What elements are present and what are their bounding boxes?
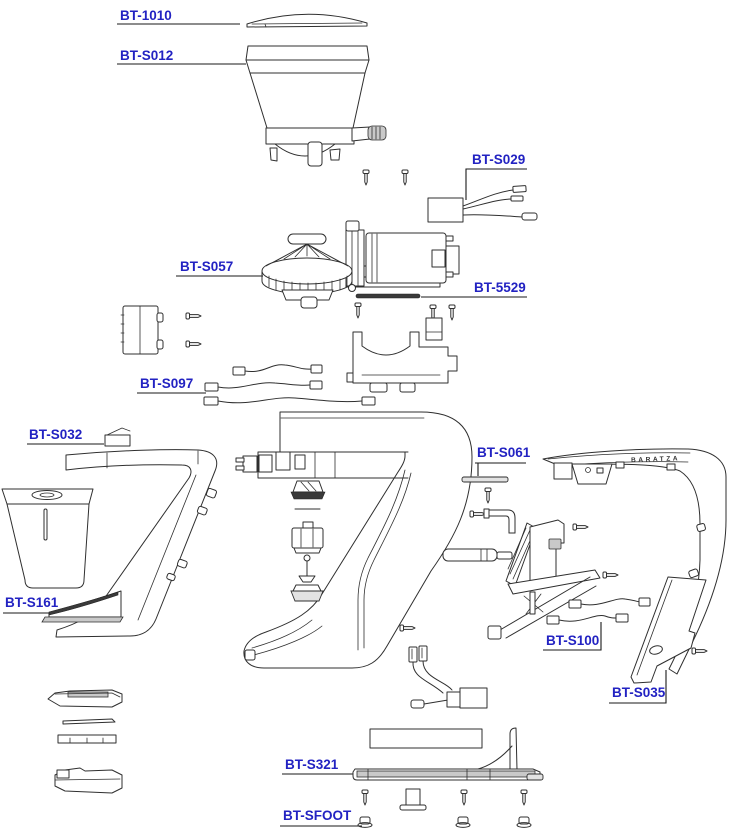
front-latch-ledge-part (235, 451, 409, 479)
part-link-bt-s057[interactable]: BT-S057 (180, 259, 234, 274)
part-link-bt-1010[interactable]: BT-1010 (120, 8, 172, 23)
screw (469, 510, 486, 518)
leader-lines (3, 23, 667, 827)
foot-cap-part (290, 584, 324, 602)
part-link-bt-s321[interactable]: BT-S321 (285, 757, 339, 772)
bean-hopper-part (245, 45, 387, 167)
part-link-bt-s097[interactable]: BT-S097 (140, 376, 194, 391)
rubber-foot-part (516, 816, 532, 828)
tray-stack-parts (47, 689, 123, 794)
circuit-box-part (120, 305, 164, 355)
shim-strip-part (461, 476, 509, 483)
chute-bracket-part (346, 317, 458, 393)
brand-text: BARATZA (631, 455, 680, 464)
part-link-bt-s035[interactable]: BT-S035 (612, 685, 666, 700)
part-link-bt-s032[interactable]: BT-S032 (29, 427, 83, 442)
spacer-post-part (399, 788, 427, 811)
screw (401, 169, 409, 186)
screw (362, 169, 370, 186)
adjustment-knob-part (291, 521, 324, 554)
l-tube-part (483, 508, 516, 534)
part-link-bt-s012[interactable]: BT-S012 (120, 48, 174, 63)
catch-tray-part (41, 590, 124, 623)
drive-shaft-part (442, 548, 513, 562)
screw (520, 789, 528, 806)
screw (399, 624, 416, 632)
switch-part (427, 185, 538, 223)
screw (484, 487, 492, 504)
grounds-bin-part (1, 488, 94, 589)
power-cord-part (408, 645, 488, 709)
screw (185, 312, 202, 320)
label-plate-part (369, 728, 483, 749)
switch-cover-part (104, 427, 131, 447)
screw (448, 304, 456, 321)
screw (185, 340, 202, 348)
base-plate-part (352, 727, 544, 781)
part-link-bt-s100[interactable]: BT-S100 (546, 633, 600, 648)
hopper-lid-part (246, 13, 368, 28)
part-link-bt-s029[interactable]: BT-S029 (472, 152, 526, 167)
right-side-panel-part: BARATZA (542, 448, 727, 675)
gasket-strip-part (355, 293, 421, 299)
lower-right-panel-part (630, 576, 707, 684)
shaft-pin-part (298, 554, 316, 583)
burr-holder-part (290, 480, 326, 500)
part-link-bt-5529[interactable]: BT-5529 (474, 280, 526, 295)
wire-harness-part (203, 364, 376, 406)
part-link-bt-sfoot[interactable]: BT-SFOOT (283, 808, 352, 823)
screw (460, 789, 468, 806)
screw (354, 302, 362, 319)
burr-motor-assembly-part (261, 220, 460, 309)
left-side-panel-part (55, 449, 218, 638)
screw (602, 571, 619, 579)
screw (691, 647, 708, 655)
jumper-wires-part (546, 597, 651, 625)
screw (572, 523, 589, 531)
rear-bracket-assembly-part (487, 519, 601, 640)
part-link-bt-s161[interactable]: BT-S161 (5, 595, 59, 610)
part-link-bt-s061[interactable]: BT-S061 (477, 445, 531, 460)
screw (361, 789, 369, 806)
rubber-foot-part (455, 816, 471, 828)
main-body-shell-part (243, 411, 473, 669)
